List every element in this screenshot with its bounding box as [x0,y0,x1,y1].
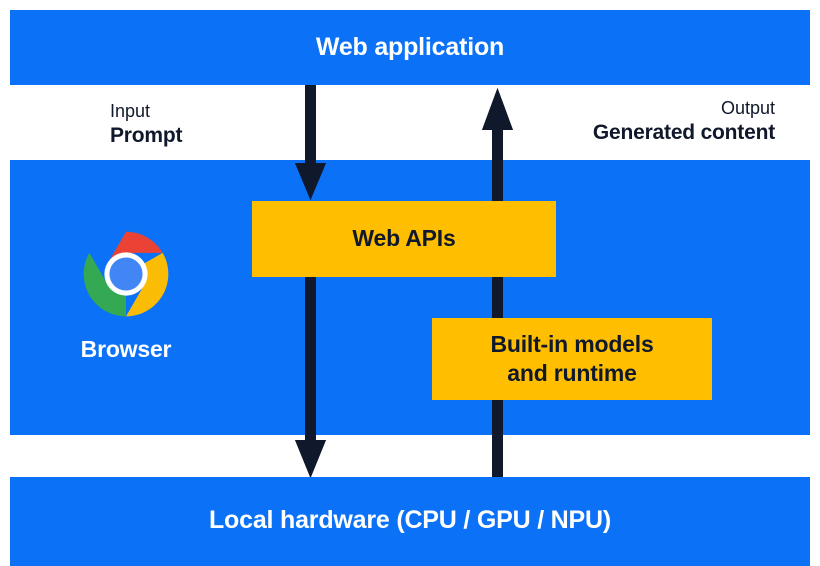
layer-browser-label: Browser [80,336,172,362]
layer-web-application-label: Web application [315,33,505,61]
flow-output-kind: Output [720,98,775,118]
layer-local-hardware-label: Local hardware (CPU / GPU / NPU) [208,506,611,534]
component-builtin-models-line1: Built-in models [490,330,654,357]
component-builtin-models-line2: and runtime [507,360,637,386]
component-builtin-models-label: Built-in models and runtime [490,330,653,389]
layer-local-hardware: Local hardware (CPU / GPU / NPU) [10,477,810,566]
layer-web-application: Web application [10,10,810,85]
component-web-apis-label: Web APIs [352,225,456,252]
flow-output-value: Generated content [592,121,775,145]
flow-input-kind: Input [110,101,151,121]
flow-annotation-input: Input Prompt [110,100,183,150]
flow-input-value: Prompt [110,124,183,148]
flow-annotation-output: Output Generated content [593,97,775,147]
component-web-apis: Web APIs [252,201,556,277]
chrome-logo-icon [83,231,169,317]
browser-identity: Browser [56,228,196,363]
output-arrow-gap-top [482,88,513,168]
component-builtin-models: Built-in models and runtime [432,318,712,400]
